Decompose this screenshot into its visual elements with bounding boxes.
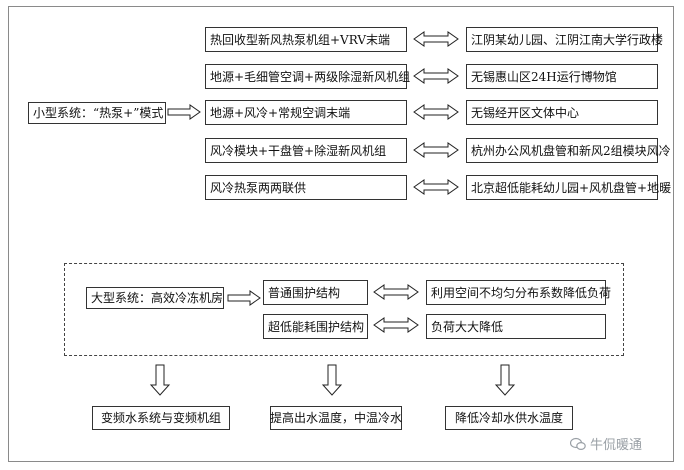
small-system-label: 小型系统：“热泵+”模式	[28, 102, 166, 124]
strategy-box-2: 负荷大大降低	[426, 314, 606, 339]
outcome-box-3: 降低冷却水供水温度	[445, 406, 573, 430]
watermark: 牛侃暖通	[570, 434, 642, 453]
example-box-3: 无锡经开区文体中心	[466, 100, 658, 125]
example-box-4: 杭州办公风机盘管和新风2组模块风冷	[466, 138, 671, 163]
strategy-box-1: 利用空间不均匀分布系数降低负荷	[426, 280, 611, 305]
large-system-dashed-frame	[64, 263, 624, 356]
outcome-box-1: 变频水系统与变频机组	[92, 406, 230, 430]
wechat-icon	[570, 437, 586, 450]
example-box-5: 北京超低能耗幼儿园+风机盘管+地暖	[466, 175, 671, 200]
double-arrow-3	[413, 104, 459, 120]
watermark-text: 牛侃暖通	[590, 438, 643, 453]
scheme-box-2: 地源+毛细管空调+两级除湿新风机组	[205, 64, 410, 89]
double-arrow-2	[413, 68, 459, 84]
arrow-small-to-schemes	[167, 104, 201, 120]
large-system-label: 大型系统：高效冷冻机房	[86, 287, 224, 309]
double-arrow-1	[413, 31, 459, 47]
scheme-box-3: 地源+风冷+常规空调末端	[205, 100, 407, 125]
down-arrow-2	[322, 364, 342, 396]
down-arrow-3	[495, 364, 515, 396]
scheme-box-1: 热回收型新风热泵机组+VRV末端	[205, 27, 407, 52]
scheme-box-4: 风冷模块+干盘管+除湿新风机组	[205, 138, 407, 163]
down-arrow-1	[150, 364, 170, 396]
scheme-box-5: 风冷热泵两两联供	[205, 175, 407, 200]
structure-box-1: 普通围护结构	[263, 280, 368, 305]
figure-frame	[8, 6, 674, 462]
structure-box-2: 超低能耗围护结构	[263, 314, 368, 339]
double-arrow-5	[413, 179, 459, 195]
example-box-2: 无锡惠山区24H运行博物馆	[466, 64, 658, 89]
outcome-box-2: 提高出水温度，中温冷水	[270, 406, 402, 430]
double-arrow-4	[413, 142, 459, 158]
example-box-1: 江阴某幼儿园、江阴江南大学行政楼	[466, 27, 663, 52]
